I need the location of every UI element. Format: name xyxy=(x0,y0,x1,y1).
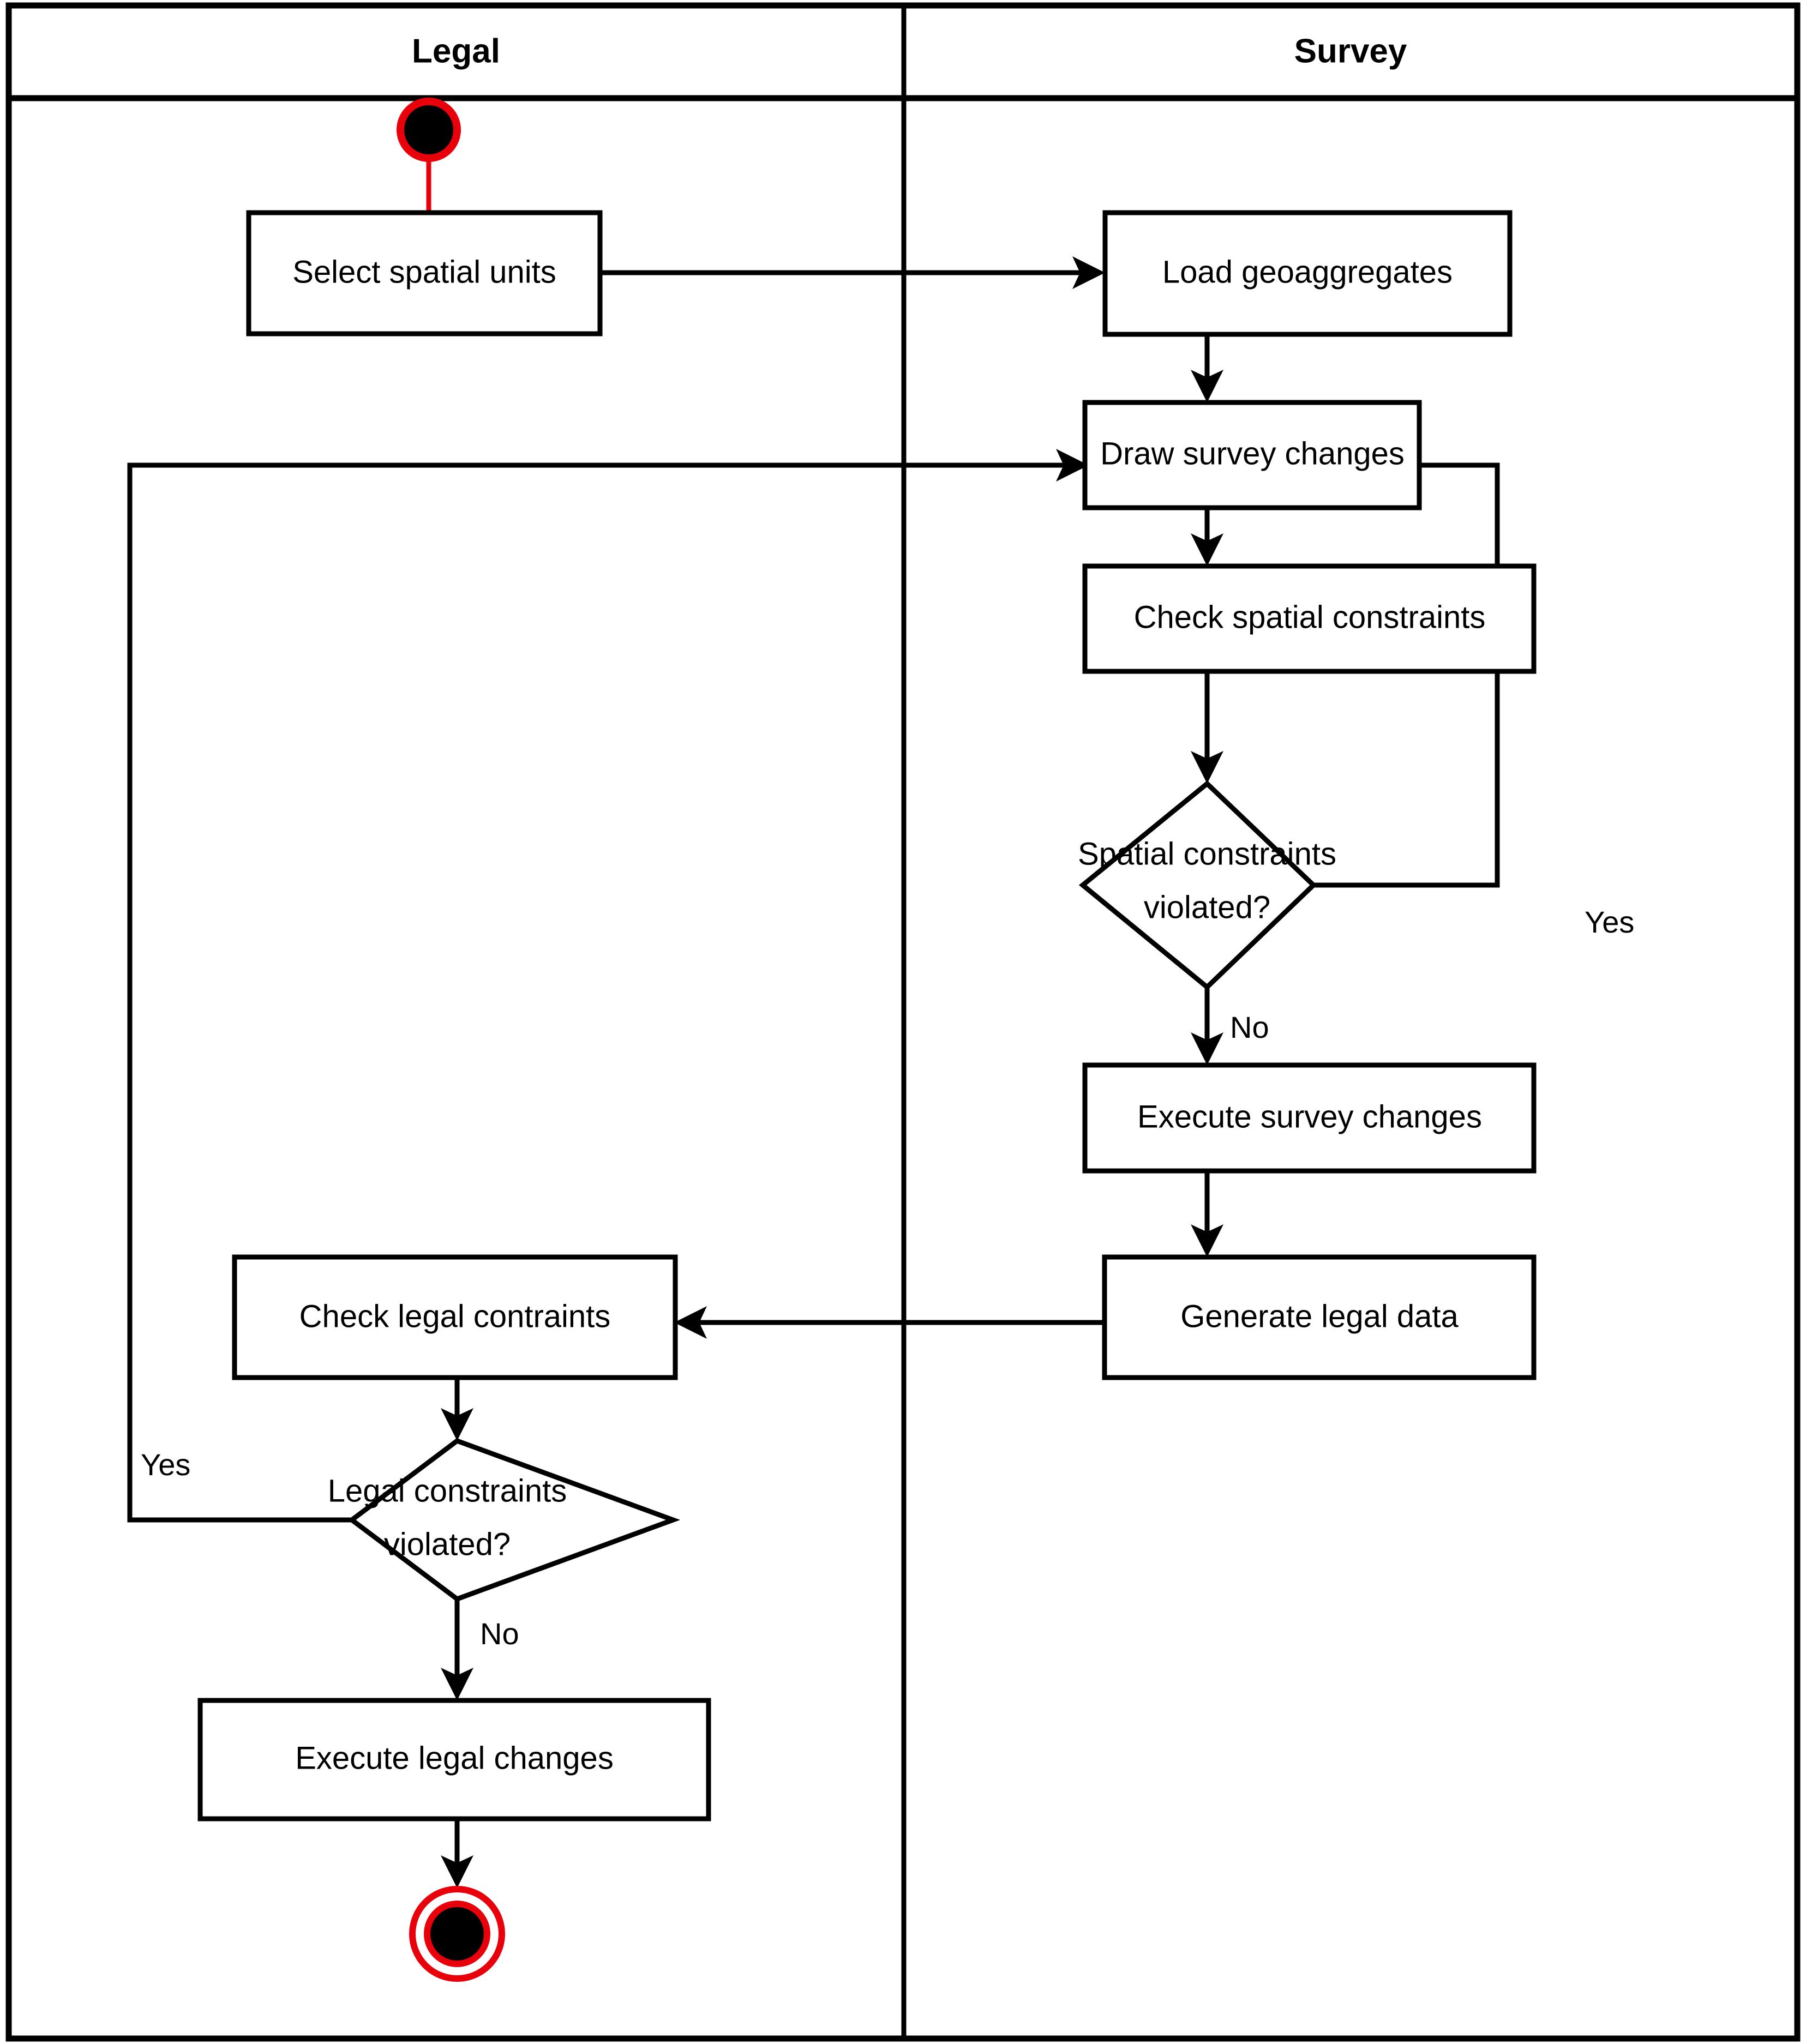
edge-label-spatial-no: No xyxy=(1230,1010,1269,1044)
lane-title-legal: Legal xyxy=(412,32,500,70)
activity-check-spatial-constraints[interactable]: Check spatial constraints xyxy=(1082,563,1537,674)
arrowhead-to-load-geo xyxy=(1072,256,1105,289)
activity-draw-survey-changes[interactable]: Draw survey changes xyxy=(1082,400,1422,510)
arrowhead-to-end-node xyxy=(441,1855,473,1888)
decision-label-spatial-line2: violated? xyxy=(1144,889,1270,925)
edge-labels: Yes No Yes No xyxy=(141,905,1634,1651)
arrowhead-to-check-legal xyxy=(674,1306,707,1339)
edge-spatial-yes-loop xyxy=(1313,462,1500,888)
decision-label-legal-line1: Legal constraints xyxy=(328,1473,567,1508)
activity-check-legal-contraints[interactable]: Check legal contraints xyxy=(232,1254,678,1380)
activity-execute-legal-changes[interactable]: Execute legal changes xyxy=(197,1698,711,1821)
final-node-inner-disc[interactable] xyxy=(424,1901,490,1967)
initial-node-circle[interactable] xyxy=(397,98,461,162)
arrowhead-to-spatial-decision xyxy=(1191,751,1223,784)
activity-label-load-geoaggregates: Load geoaggregates xyxy=(1162,254,1453,290)
lane-headers: Legal Survey xyxy=(412,32,1407,70)
decision-spatial-constraints-violated[interactable]: Spatial constraints violated? xyxy=(1078,780,1336,991)
activity-load-geoaggregates[interactable]: Load geoaggregates xyxy=(1102,210,1513,337)
arrowhead-to-exec-survey xyxy=(1191,1032,1223,1065)
decision-label-spatial-line1: Spatial constraints xyxy=(1078,836,1336,871)
activity-box-generate-legal-data[interactable] xyxy=(1102,1254,1537,1380)
arrowhead-to-legal-decision xyxy=(441,1408,473,1441)
decision-legal-constraints-violated[interactable]: Legal constraints violated? xyxy=(328,1438,681,1602)
decision-label-legal-line2: violated? xyxy=(384,1526,511,1562)
activity-execute-survey-changes[interactable]: Execute survey changes xyxy=(1082,1062,1537,1174)
activity-label-check-spatial-constraints: Check spatial constraints xyxy=(1134,599,1486,635)
activity-generate-legal-data[interactable]: Generate legal data xyxy=(1102,1254,1537,1380)
edge-legal-yes-loop xyxy=(127,462,1075,1523)
activity-label-execute-survey-changes: Execute survey changes xyxy=(1137,1099,1482,1134)
arrowhead-to-gen-legal-data xyxy=(1191,1224,1223,1257)
activity-label-check-legal-contraints: Check legal contraints xyxy=(299,1298,611,1334)
arrowhead-to-check-spatial xyxy=(1191,533,1223,566)
arrowhead-to-exec-legal xyxy=(441,1668,473,1700)
arrowhead-legal-yes-into-draw-survey xyxy=(1056,449,1089,482)
lane-title-survey: Survey xyxy=(1294,32,1407,70)
activity-box-load-geoaggregates[interactable] xyxy=(1102,210,1513,337)
decision-diamond-spatial[interactable] xyxy=(1078,780,1317,991)
edge-label-legal-yes: Yes xyxy=(141,1447,190,1482)
edge-label-spatial-yes: Yes xyxy=(1585,905,1634,939)
swimlane-frame xyxy=(5,2,1801,2042)
activity-label-draw-survey-changes: Draw survey changes xyxy=(1100,436,1405,471)
activity-box-select-spatial-units[interactable] xyxy=(246,210,603,336)
decision-diamond-legal[interactable] xyxy=(347,1438,681,1602)
activity-label-generate-legal-data: Generate legal data xyxy=(1180,1298,1459,1334)
activity-label-select-spatial-units: Select spatial units xyxy=(292,254,556,290)
activity-label-execute-legal-changes: Execute legal changes xyxy=(295,1740,614,1776)
arrowhead-to-draw-survey-top xyxy=(1191,370,1223,402)
activity-box-execute-legal-changes[interactable] xyxy=(197,1698,711,1821)
activity-box-check-spatial-constraints[interactable] xyxy=(1082,563,1537,674)
initial-node[interactable] xyxy=(397,98,461,162)
edge-label-legal-no: No xyxy=(480,1616,519,1651)
activity-box-execute-survey-changes[interactable] xyxy=(1082,1062,1537,1174)
activity-box-check-legal-contraints[interactable] xyxy=(232,1254,678,1380)
activity-select-spatial-units[interactable]: Select spatial units xyxy=(246,210,603,336)
activity-box-draw-survey-changes[interactable] xyxy=(1082,400,1422,510)
final-node[interactable] xyxy=(409,1886,505,1982)
